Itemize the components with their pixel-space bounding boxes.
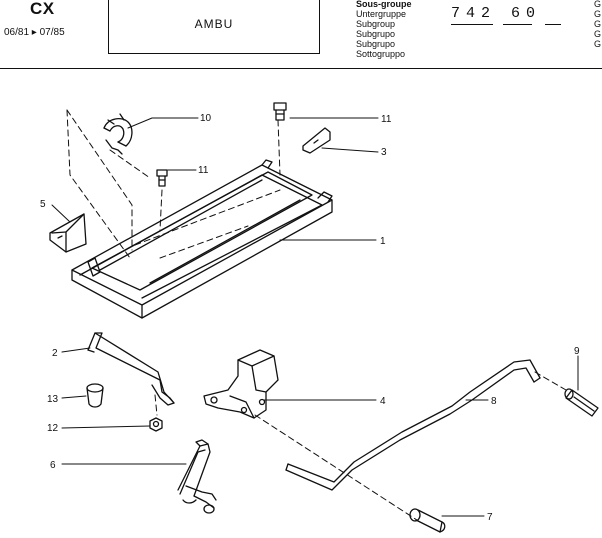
callout-12: 12: [47, 423, 59, 434]
callout-9: 9: [574, 346, 580, 357]
cropped-edge-letters: G G G G G: [594, 0, 601, 49]
hinge-bracket-part-4: [203, 349, 279, 419]
code-underline: [545, 24, 561, 25]
subgroup-label-pt: Subgrupo: [356, 39, 396, 49]
callout-3: 3: [381, 147, 387, 158]
edge-letter: G: [594, 29, 602, 39]
dash-line: [109, 149, 151, 179]
code-underline: [451, 24, 493, 25]
production-dates: 06/81 ▸ 07/85: [4, 27, 65, 38]
dash-line: [66, 109, 131, 259]
leader-5: [51, 204, 71, 223]
callout-4: 4: [380, 396, 386, 407]
latch-part-6: [177, 439, 217, 514]
tray-part-1: [71, 159, 333, 319]
callout-6: 6: [50, 460, 56, 471]
title-box: [108, 0, 320, 54]
dash-line: [154, 394, 158, 416]
nut-part-12: [149, 417, 163, 432]
dash-line: [534, 371, 567, 391]
dash-line: [134, 189, 281, 246]
subgroup-label-it: Sottogruppo: [356, 49, 406, 59]
callout-8: 8: [491, 396, 497, 407]
leader-3: [321, 147, 379, 153]
edge-letter: G: [594, 9, 602, 19]
rod-part-8: [285, 359, 541, 491]
dash-line: [277, 119, 281, 176]
callout-11-upper: 11: [381, 114, 392, 125]
assembly-dash-lines: [66, 109, 567, 523]
subgroup-label-de: Untergruppe: [356, 9, 407, 19]
callout-1: 1: [380, 236, 386, 247]
callout-2: 2: [52, 348, 58, 359]
bushing-part-13: [86, 383, 104, 408]
code-underline: [503, 24, 532, 25]
dash-line: [66, 109, 133, 251]
callout-labels: 10 11 3 11 5 1 2 4 9 8 13 12 6 7: [40, 113, 580, 523]
leader-2: [61, 347, 91, 353]
subgroup-code: 742 60: [451, 5, 542, 22]
plate-part-3: [302, 127, 331, 154]
header-rule: [0, 68, 602, 69]
subgroup-label-en: Subgroup: [356, 19, 396, 29]
bolt-part-11-upper: [273, 102, 287, 121]
leader-13: [61, 395, 87, 399]
edge-letter: G: [594, 39, 602, 49]
leader-12: [61, 425, 151, 429]
callout-10: 10: [200, 113, 212, 124]
support-bar-part-2: [87, 332, 175, 406]
dash-line: [159, 225, 249, 259]
subgroup-label-es: Subgrupo: [356, 29, 396, 39]
model-code: CX: [30, 0, 55, 18]
callout-7: 7: [487, 512, 493, 523]
dash-line: [159, 189, 163, 231]
subgroup-labels: Sous-groupe Untergruppe Subgroup Subgrup…: [356, 0, 412, 59]
subgroup-label-fr: Sous-groupe: [356, 0, 412, 9]
dash-line: [254, 414, 421, 523]
leader-10: [127, 117, 199, 129]
sleeve-part-9: [564, 388, 599, 417]
edge-letter: G: [594, 19, 602, 29]
page-title: AMBU: [194, 17, 234, 31]
clip-part-10: [103, 113, 133, 155]
callout-11-lower: 11: [198, 165, 209, 176]
callout-13: 13: [47, 394, 59, 405]
callout-5: 5: [40, 199, 46, 210]
edge-letter: G: [594, 0, 602, 9]
leader-lines: [51, 117, 579, 517]
pin-part-7: [409, 508, 446, 533]
bolt-part-11-lower: [156, 169, 168, 187]
bracket-part-5: [49, 213, 87, 253]
